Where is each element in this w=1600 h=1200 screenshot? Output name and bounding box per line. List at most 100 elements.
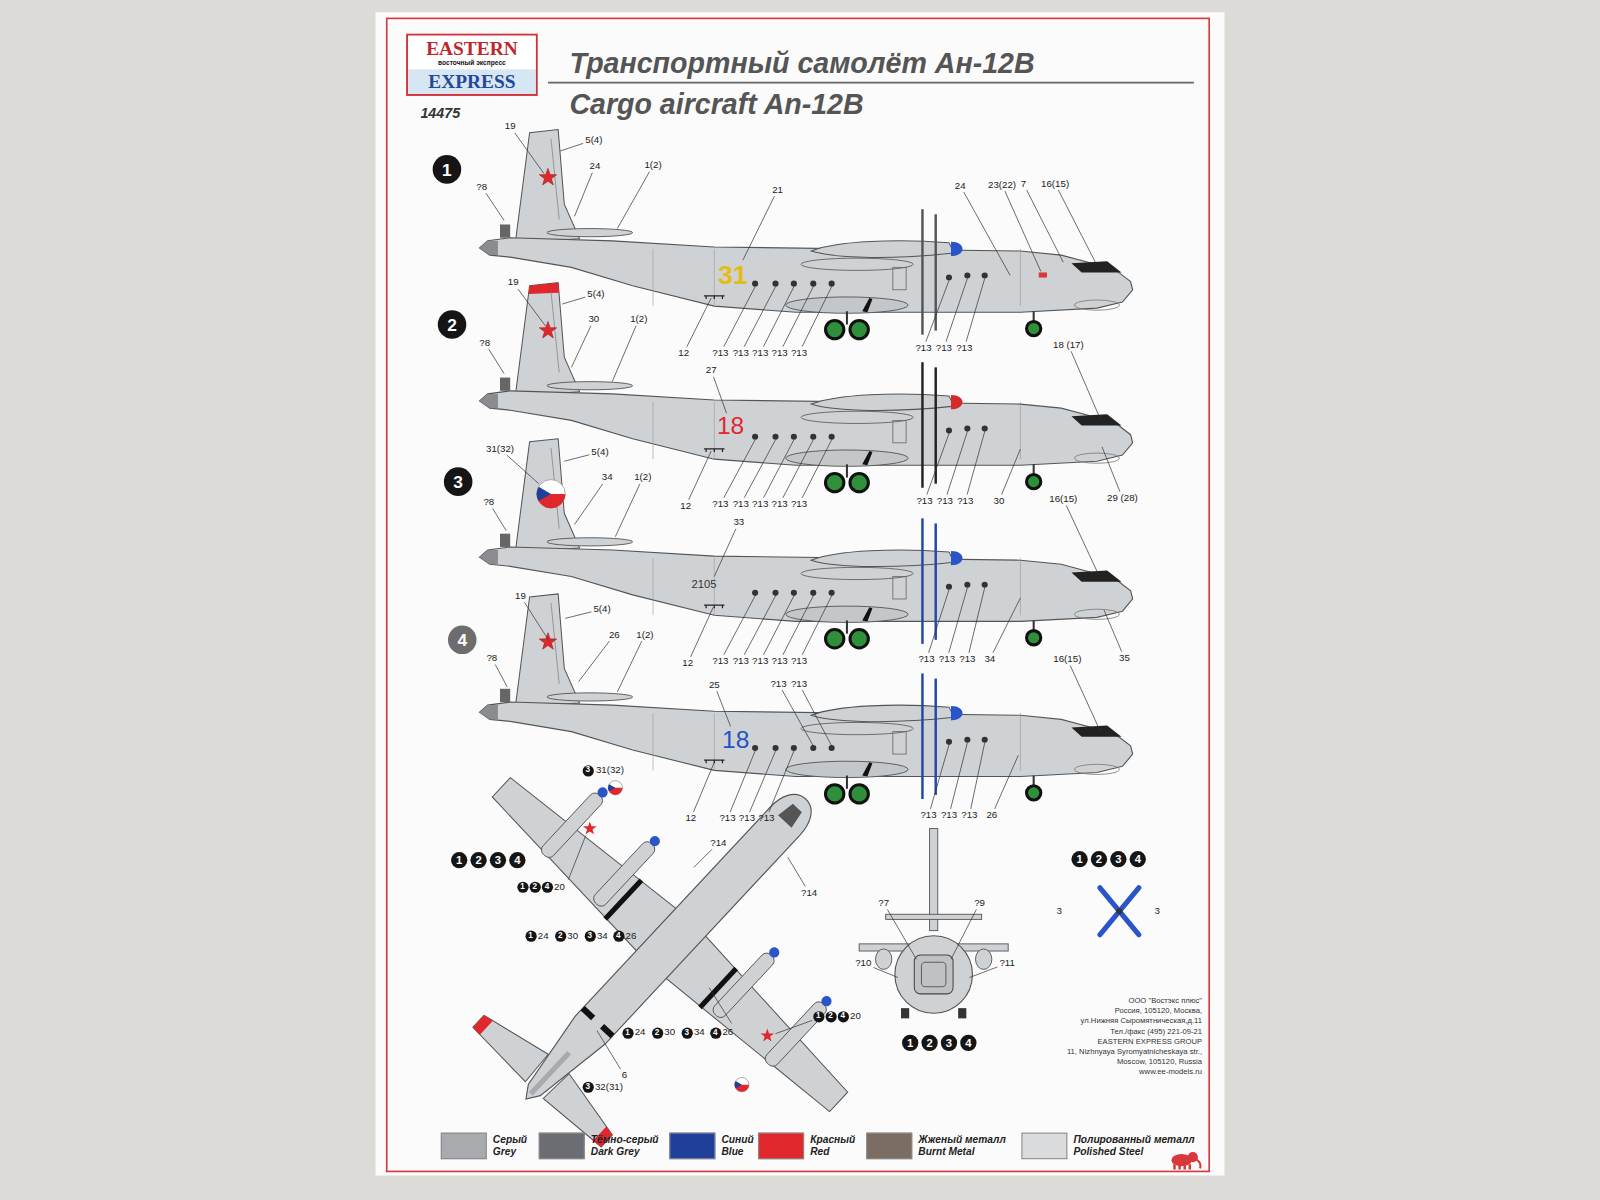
leader-line	[717, 691, 731, 726]
spinner	[595, 785, 609, 799]
callout-number: 34	[597, 930, 608, 941]
roundel-white	[608, 781, 622, 795]
number-text: 2	[655, 1029, 660, 1037]
leader-line	[764, 440, 794, 498]
number-text: 3	[453, 473, 463, 490]
callout-number: 19	[508, 277, 519, 288]
callout-number: 1(2)	[630, 314, 647, 325]
rudder-line	[551, 292, 559, 373]
tailplane	[547, 693, 633, 701]
callout-number: ?13	[712, 499, 728, 510]
leader-line	[802, 690, 831, 746]
leader-line	[1104, 610, 1122, 652]
leader-line	[493, 508, 506, 530]
nacelle	[876, 949, 892, 969]
logo-text: EXPRESS	[408, 69, 536, 93]
window	[982, 737, 988, 743]
leader-line	[693, 762, 714, 812]
callout-number: ?13	[791, 348, 807, 359]
tail-cone	[480, 394, 498, 408]
callout-number: ?14	[710, 838, 726, 849]
leader-line	[560, 143, 583, 151]
legend-text: Синий Blue	[721, 1134, 764, 1158]
red-star	[583, 821, 597, 834]
callout-number: ?10	[855, 958, 871, 969]
nose-wheel	[1027, 321, 1041, 335]
red-star	[539, 321, 556, 338]
nacelle	[811, 241, 954, 258]
number-text: 1	[907, 1037, 913, 1048]
window	[791, 434, 797, 440]
option-number: 2	[470, 852, 486, 868]
number-text: 3	[495, 855, 501, 866]
number-text: 3	[946, 1037, 952, 1048]
title: Транспортный самолёт Ан-12В	[569, 49, 1034, 80]
spinner	[951, 706, 962, 720]
callout-number: 16(15)	[1053, 654, 1081, 665]
panel-line	[653, 558, 654, 615]
option-number: 1	[517, 881, 528, 892]
address-line: Тел./факс (495) 221-09-21	[1110, 1027, 1202, 1035]
window	[791, 590, 797, 596]
aircraft-profile	[480, 594, 1133, 803]
window	[964, 426, 970, 432]
callout-number: ?13	[752, 499, 768, 510]
number-text: 2	[532, 883, 537, 891]
leader-line	[579, 641, 610, 682]
number-text: 4	[545, 883, 550, 891]
callout-number: 21	[772, 184, 783, 195]
callout-number: ?8	[479, 338, 490, 349]
number-text: 2	[1096, 854, 1102, 865]
callout-number: ?13	[752, 656, 768, 667]
option-number: 3	[582, 1081, 593, 1092]
callout-number: ?13	[791, 656, 807, 667]
leader-line	[574, 173, 592, 217]
callout-number: 12	[678, 348, 689, 359]
number-text: 3	[588, 932, 593, 940]
window	[791, 745, 797, 751]
tailplane	[886, 914, 982, 919]
leader-line	[873, 967, 898, 977]
option-number: 1	[1071, 851, 1087, 867]
spinner	[819, 994, 833, 1008]
window	[791, 281, 797, 287]
panel-line	[653, 713, 654, 770]
main-wheel	[826, 785, 844, 803]
main-wheel	[850, 630, 868, 648]
legend-swatch	[758, 1133, 804, 1160]
panel-line	[1020, 713, 1021, 770]
callout-number: ?13	[772, 348, 788, 359]
callout-number: 31(32)	[486, 444, 514, 455]
number-text: 1	[528, 932, 533, 940]
fin-tip	[529, 283, 560, 294]
leader-line	[524, 602, 549, 641]
callout-number: ?13	[936, 343, 952, 354]
option-number: 3	[1110, 851, 1126, 867]
flag-mark	[1039, 272, 1047, 277]
callout-number: ?8	[486, 653, 497, 664]
option-number: 1	[902, 1035, 918, 1051]
callout-number: ?7	[878, 898, 889, 909]
propeller-blade	[921, 362, 923, 488]
nacelle	[811, 705, 954, 722]
ramp	[914, 955, 953, 994]
gear-strut	[846, 620, 848, 633]
callout-number: 5(4)	[593, 604, 610, 615]
leader-line	[750, 751, 776, 812]
panel-line	[1020, 558, 1021, 615]
callout-number: ?8	[483, 497, 494, 508]
gear	[901, 1008, 909, 1018]
main-wheel	[826, 320, 844, 338]
wing-stripe	[698, 967, 738, 1009]
leader-line	[486, 193, 504, 220]
callout-number: ?13	[712, 656, 728, 667]
propeller-blade	[1100, 888, 1139, 935]
number-text: 3	[585, 1083, 590, 1091]
callout-number: 32(31)	[595, 1081, 623, 1092]
callout-number: 26	[986, 810, 997, 821]
red-star	[761, 1029, 775, 1042]
option-number: 2	[921, 1035, 937, 1051]
tail-turret	[500, 534, 510, 547]
cockpit-glazing	[1071, 726, 1121, 737]
gear-strut	[846, 464, 848, 477]
